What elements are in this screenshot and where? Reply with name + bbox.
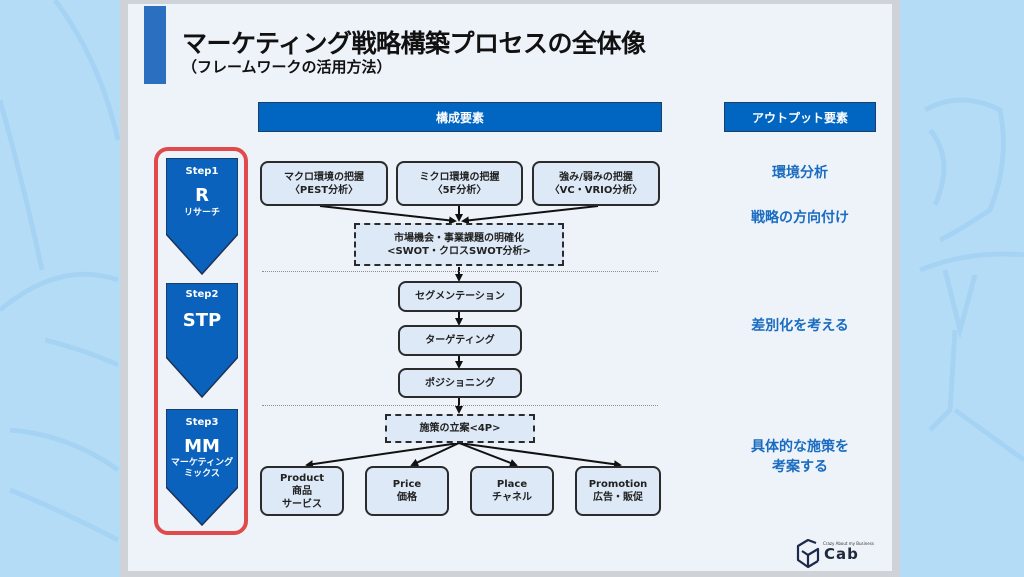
output-line: 差別化を考える	[751, 318, 849, 334]
place-ja: チャネル	[492, 492, 532, 503]
price-ja: 価格	[397, 492, 417, 503]
step-3-name-line1: マーケティング	[170, 458, 234, 468]
step-2-chevron: Step2 STP	[166, 283, 238, 399]
positioning-box: ポジショニング	[398, 368, 522, 398]
section-divider	[262, 405, 658, 406]
targeting-box: ターゲティング	[398, 325, 522, 356]
output-differentiation: 差別化を考える	[700, 316, 900, 336]
section-divider	[262, 271, 658, 272]
segmentation-label: セグメンテーション	[415, 291, 505, 302]
output-strategy-direction: 戦略の方向付け	[700, 208, 900, 228]
steps-highlight-frame	[154, 147, 248, 535]
micro-environment-method: 〈5F分析〉	[432, 184, 487, 196]
output-environment-analysis: 環境分析	[700, 163, 900, 183]
swot-summary-box: 市場機会・事業課題の明確化 <SWOT・クロスSWOT分析>	[354, 223, 564, 266]
plan-4p-box: 施策の立案<4P>	[385, 414, 535, 443]
step-3-chevron: Step3 MM マーケティング ミックス	[166, 409, 238, 527]
output-line: 戦略の方向付け	[751, 210, 849, 226]
segmentation-box: セグメンテーション	[398, 281, 522, 312]
chevron-shape	[166, 409, 238, 527]
step-2-code: STP	[182, 310, 222, 331]
place-box: Place チャネル	[470, 466, 554, 516]
macro-environment-title: マクロ環境の把握	[284, 171, 364, 183]
positioning-label: ポジショニング	[425, 377, 495, 389]
strength-weakness-method: 〈VC・VRIO分析〉	[549, 184, 643, 196]
title-accent-bar	[144, 6, 166, 84]
promotion-ja: 広告・販促	[593, 492, 643, 503]
output-line: 具体的な施策を	[751, 439, 849, 455]
price-box: Price 価格	[365, 466, 449, 516]
components-header: 構成要素	[258, 102, 662, 132]
micro-environment-title: ミクロ環境の把握	[419, 171, 500, 183]
step-1-chevron: Step1 R リサーチ	[166, 158, 238, 276]
promotion-title: Promotion	[588, 479, 648, 490]
strength-weakness-title: 強み/弱みの把握	[559, 171, 633, 183]
output-concrete-measures: 具体的な施策を 考案する	[700, 437, 900, 477]
chevron-shape	[166, 283, 238, 399]
step-2-label: Step2	[185, 289, 219, 300]
product-sub: サービス	[282, 498, 322, 510]
step-3-label: Step3	[185, 417, 219, 428]
step-1-label: Step1	[185, 166, 219, 177]
product-ja: 商品	[292, 485, 312, 497]
plan-4p-label: 施策の立案<4P>	[419, 423, 501, 434]
step-1-name: リサーチ	[183, 208, 220, 218]
step-1-code: R	[195, 185, 209, 206]
swot-summary-title: 市場機会・事業課題の明確化	[394, 232, 524, 244]
slide-title: マーケティング戦略構築プロセスの全体像	[182, 29, 646, 58]
logo-tagline: Crazy About my Business	[823, 541, 874, 546]
targeting-label: ターゲティング	[425, 335, 495, 346]
product-title: Product	[279, 472, 325, 484]
strength-weakness-box: 強み/弱みの把握 〈VC・VRIO分析〉	[532, 161, 660, 206]
step-3-name-line2: ミックス	[184, 469, 220, 479]
step-3-code: MM	[184, 436, 220, 457]
outputs-header: アウトプット要素	[724, 102, 876, 132]
product-box: Product 商品 サービス	[260, 466, 344, 516]
logo-name: Cab	[824, 545, 859, 563]
cab-logo-icon	[796, 539, 820, 569]
macro-environment-box: マクロ環境の把握 〈PEST分析〉	[260, 161, 388, 206]
output-line: 環境分析	[772, 165, 828, 181]
chevron-shape	[166, 158, 238, 276]
promotion-box: Promotion 広告・販促	[575, 466, 661, 516]
swot-summary-method: <SWOT・クロスSWOT分析>	[387, 245, 531, 257]
macro-environment-method: 〈PEST分析〉	[289, 184, 359, 196]
place-title: Place	[496, 479, 528, 490]
micro-environment-box: ミクロ環境の把握 〈5F分析〉	[396, 161, 523, 206]
output-line: 考案する	[772, 459, 828, 475]
price-title: Price	[392, 479, 422, 490]
slide-subtitle: （フレームワークの活用方法）	[182, 58, 392, 76]
